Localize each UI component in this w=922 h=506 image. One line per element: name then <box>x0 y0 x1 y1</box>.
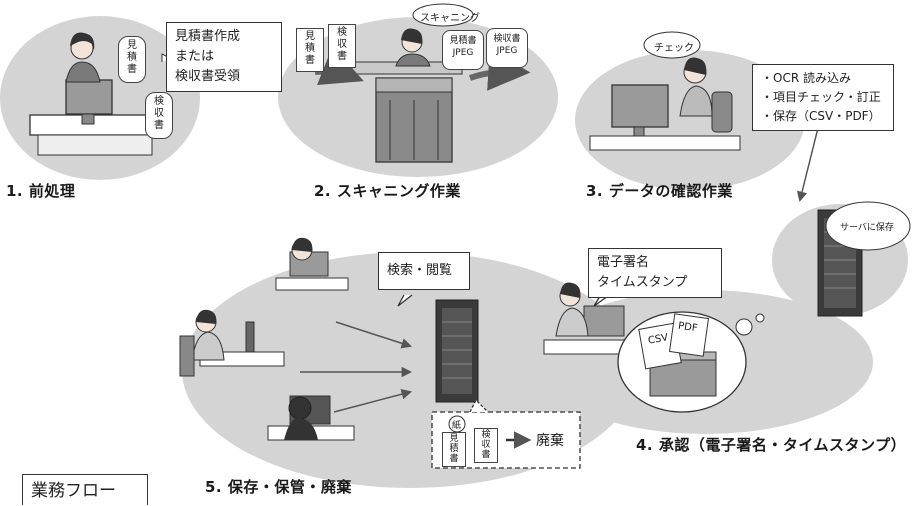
pdf-file-icon <box>668 313 710 357</box>
stage2-doc-mitsumori: 見 積 書 <box>296 28 324 72</box>
jpeg-line: JPEG <box>452 48 474 58</box>
scan-output-arrow <box>468 48 531 91</box>
stage5-desk-top <box>275 237 349 291</box>
doc-char: 書 <box>481 450 491 460</box>
stage3-desk-illustration <box>589 57 741 151</box>
doc-char: 積 <box>449 444 459 454</box>
doc-char: 収 <box>481 440 491 450</box>
stage4-note-line: タイムスタンプ <box>597 275 688 290</box>
stage5-desk-bottom <box>267 395 355 441</box>
doc-char: 検 <box>154 96 164 107</box>
doc-char: 検 <box>481 430 491 440</box>
doc-char: 書 <box>449 454 459 464</box>
server-center-illustration <box>435 299 479 403</box>
stage2-jpeg-kenshu: 検収書 JPEG <box>486 28 528 68</box>
stage5-label: 5. 保存・保管・廃棄 <box>205 478 352 496</box>
server-bubble-text: サーバに保存 <box>840 223 894 233</box>
stage5-note-text: 検索・閲覧 <box>387 263 453 278</box>
doc-char: 見 <box>449 434 459 444</box>
stage3-to-server-arrow <box>796 127 819 203</box>
jpeg-line: 見積書 <box>449 36 477 46</box>
stage2-label: 2. スキャニング作業 <box>314 182 461 200</box>
stage5-desk-left <box>179 309 285 377</box>
jpeg-line: JPEG <box>496 46 518 56</box>
stage3-list-item: ・OCR 読み込み <box>761 71 851 85</box>
stage3-speech-bubble <box>643 31 701 59</box>
stage4-note-box: 電子署名 タイムスタンプ <box>588 248 722 298</box>
dispose-label: 廃棄 <box>536 433 564 449</box>
thought-dot-small <box>755 313 765 323</box>
doc-char: 収 <box>337 39 347 50</box>
stage4-note-tail <box>593 295 609 307</box>
stage1-doc-kenshu: 検 収 書 <box>145 92 173 139</box>
stage1-note-line: 検収書受領 <box>175 69 241 84</box>
disposal-box-pointer <box>469 398 489 413</box>
doc-char: 積 <box>127 52 137 63</box>
doc-char: 書 <box>127 64 137 75</box>
stage2-scanner-illustration <box>339 28 463 163</box>
stage5-doc-kenshu: 検 収 書 <box>474 428 498 463</box>
thought-dot-large <box>735 318 753 336</box>
doc-char: 検 <box>337 27 347 38</box>
stage1-label: 1. 前処理 <box>6 182 76 200</box>
stage2-jpeg-mitsumori: 見積書 JPEG <box>442 30 484 70</box>
paper-label: 紙 <box>452 421 462 431</box>
stage4-desk-illustration <box>543 282 629 355</box>
stage3-label: 3. データの確認作業 <box>586 182 733 200</box>
server-speech-bubble <box>825 201 911 251</box>
doc-char: 見 <box>305 31 315 42</box>
stage3-list-item: ・保存（CSV・PDF） <box>761 109 881 123</box>
stage1-doc-mitsumori: 見 積 書 <box>118 36 146 83</box>
stage1-note-box: 見積書作成 または 検収書受領 <box>166 22 282 92</box>
stage2-doc-kenshu: 検 収 書 <box>328 24 356 68</box>
doc-char: 書 <box>337 51 347 62</box>
flow-title: 業務フロー <box>22 474 148 505</box>
doc-char: 書 <box>305 55 315 66</box>
stage1-desk-illustration <box>29 32 161 156</box>
stage3-list-box: ・OCR 読み込み ・項目チェック・訂正 ・保存（CSV・PDF） <box>752 64 894 131</box>
stage3-bubble-text: チェック <box>654 43 694 54</box>
stage1-note-line: 見積書作成 <box>175 29 241 44</box>
doc-char: 書 <box>154 120 164 131</box>
stage5-doc-mitsumori: 見 積 書 <box>442 432 466 467</box>
stage5-arrow-top <box>335 321 412 349</box>
jpeg-line: 検収書 <box>493 34 521 44</box>
stage5-note-box: 検索・閲覧 <box>378 252 470 290</box>
doc-char: 積 <box>305 43 315 54</box>
stage4-label: 4. 承認（電子署名・タイムスタンプ） <box>636 436 907 454</box>
stage5-note-tail <box>397 294 413 307</box>
stage2-bubble-text: スキャニング <box>420 13 480 24</box>
stage3-list-item: ・項目チェック・訂正 <box>761 90 881 104</box>
doc-char: 見 <box>127 40 137 51</box>
stage4-note-line: 電子署名 <box>597 255 650 270</box>
stage1-note-line: または <box>175 49 215 64</box>
doc-char: 収 <box>154 108 164 119</box>
stage2-speech-bubble <box>412 3 474 27</box>
stage5-arrow-bottom <box>333 389 413 413</box>
